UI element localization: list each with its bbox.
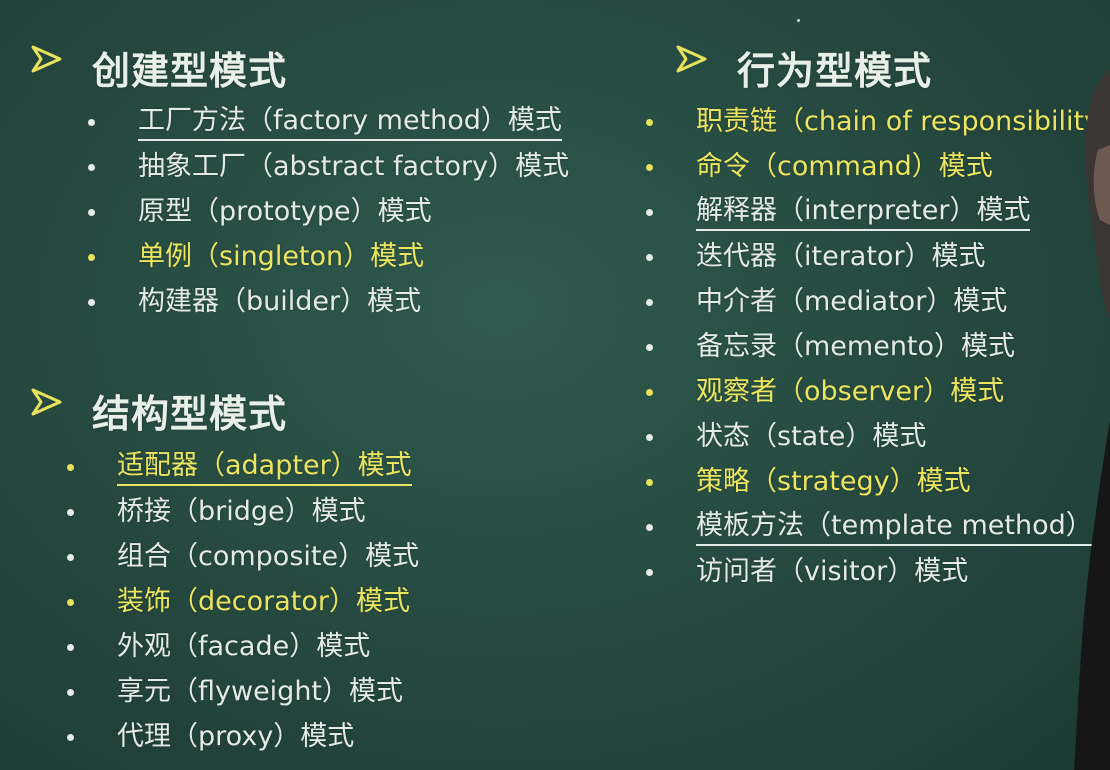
pattern-label: 装饰（decorator）模式 <box>117 586 410 617</box>
dot-bullet-icon <box>646 344 653 351</box>
pattern-label: 享元（flyweight）模式 <box>117 676 404 707</box>
pattern-label: 构建器（builder）模式 <box>138 286 422 317</box>
dot-bullet-icon <box>67 509 74 516</box>
dot-bullet-icon <box>646 524 653 531</box>
arrowhead-bullet-icon <box>31 388 62 416</box>
dot-bullet-icon <box>88 299 95 306</box>
dot-bullet-icon <box>646 254 653 261</box>
dot-bullet-icon <box>646 299 653 306</box>
dot-bullet-icon <box>67 734 74 741</box>
pattern-label: 备忘录（memento）模式 <box>696 331 1016 362</box>
pattern-label: 观察者（observer）模式 <box>696 376 1005 407</box>
pattern-label: 职责链（chain of responsibility <box>696 106 1101 137</box>
dot-bullet-icon <box>646 569 653 576</box>
pattern-label: 代理（proxy）模式 <box>117 721 355 752</box>
pattern-label: 单例（singleton）模式 <box>138 241 425 272</box>
arrowhead-bullet-icon <box>31 45 62 73</box>
dot-bullet-icon <box>646 389 653 396</box>
dot-bullet-icon <box>67 599 74 606</box>
dot-bullet-icon <box>646 209 653 216</box>
section-title: 结构型模式 <box>92 392 288 436</box>
dot-bullet-icon <box>646 434 653 441</box>
pattern-label: 抽象工厂（abstract factory）模式 <box>138 151 570 182</box>
pattern-label: 原型（prototype）模式 <box>138 196 432 227</box>
pattern-label: 访问者（visitor）模式 <box>696 556 969 587</box>
dot-bullet-icon <box>67 554 74 561</box>
section-title: 创建型模式 <box>92 49 288 93</box>
dot-bullet-icon <box>67 644 74 651</box>
dot-bullet-icon <box>67 689 74 696</box>
pattern-label: 解释器（interpreter）模式 <box>696 193 1031 231</box>
dot-bullet-icon <box>88 119 95 126</box>
dot-bullet-icon <box>646 164 653 171</box>
pattern-label: 工厂方法（factory method）模式 <box>138 103 562 141</box>
pattern-label: 中介者（mediator）模式 <box>696 286 1008 317</box>
pattern-label: 模板方法（template method） <box>696 508 1093 546</box>
dot-bullet-icon <box>646 119 653 126</box>
dot-bullet-icon <box>88 254 95 261</box>
pattern-label: 桥接（bridge）模式 <box>117 496 366 527</box>
pattern-label: 外观（facade）模式 <box>117 631 371 662</box>
dot-bullet-icon <box>646 479 653 486</box>
section-title: 行为型模式 <box>737 49 933 93</box>
pattern-label: 适配器（adapter）模式 <box>117 448 412 486</box>
pattern-label: 命令（command）模式 <box>696 151 993 182</box>
dot-bullet-icon <box>88 164 95 171</box>
dot-bullet-icon <box>67 464 74 471</box>
chalk-dot <box>797 19 800 22</box>
pattern-label: 策略（strategy）模式 <box>696 466 971 497</box>
pattern-label: 状态（state）模式 <box>696 421 927 452</box>
pattern-label: 组合（composite）模式 <box>117 541 420 572</box>
pattern-label: 迭代器（iterator）模式 <box>696 241 986 272</box>
arrowhead-bullet-icon <box>676 45 707 73</box>
dot-bullet-icon <box>88 209 95 216</box>
